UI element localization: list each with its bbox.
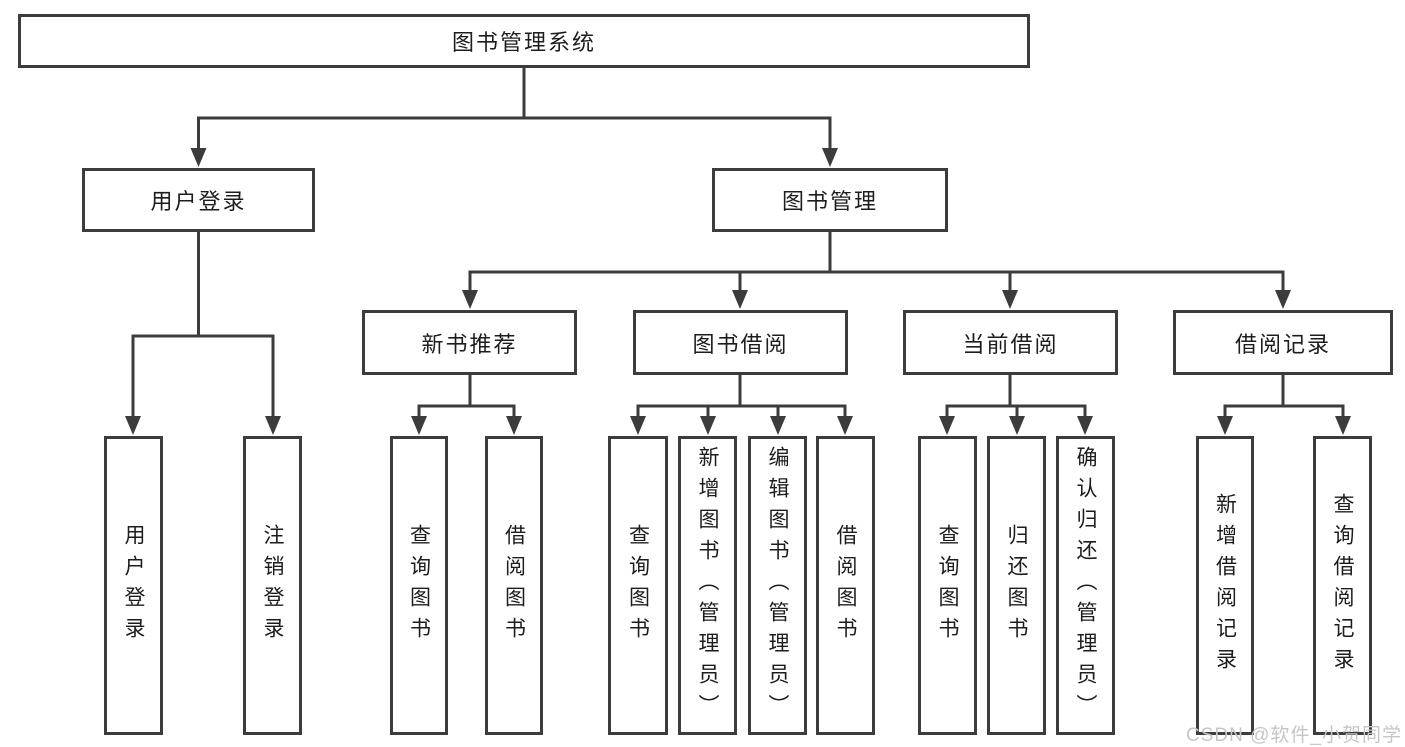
node-label: 查询图书: [407, 523, 431, 648]
node-leaf-query-books-1: 查询图书: [390, 436, 448, 735]
node-leaf-add-borrow-record: 新增借阅记录: [1196, 436, 1254, 735]
node-label: 用户登录: [150, 189, 247, 214]
node-book-management: 图书管理: [712, 168, 948, 232]
node-leaf-query-borrow-record: 查询借阅记录: [1313, 436, 1372, 735]
node-leaf-query-books-2: 查询图书: [608, 436, 668, 735]
node-leaf-user-login: 用户登录: [104, 436, 163, 735]
node-leaf-borrow-books-2: 借阅图书: [816, 436, 875, 735]
node-label: 注销登录: [261, 523, 284, 648]
node-leaf-query-books-3: 查询图书: [918, 436, 977, 735]
node-library-management-system: 图书管理系统: [18, 14, 1030, 68]
node-label: 新增借阅记录: [1213, 492, 1237, 679]
node-label: 用户登录: [122, 523, 145, 648]
node-label: 图书借阅: [692, 331, 789, 357]
node-label: 编辑图书（管理员）: [766, 446, 789, 725]
node-leaf-logout: 注销登录: [243, 436, 302, 735]
node-label: 当前借阅: [962, 331, 1059, 357]
node-label: 借阅记录: [1234, 331, 1331, 357]
node-user-login: 用户登录: [82, 168, 315, 232]
node-label: 借阅图书: [834, 523, 857, 648]
node-borrowing-records: 借阅记录: [1173, 310, 1393, 375]
node-label: 归还图书: [1005, 523, 1028, 648]
node-leaf-add-books-admin: 新增图书（管理员）: [678, 436, 737, 735]
node-new-book-recommendation: 新书推荐: [362, 310, 577, 375]
node-label: 查询图书: [626, 523, 650, 648]
node-label: 查询借阅记录: [1331, 492, 1354, 679]
node-leaf-confirm-return-admin: 确认归还（管理员）: [1056, 436, 1115, 735]
node-book-borrowing: 图书借阅: [633, 310, 848, 375]
node-label: 确认归还（管理员）: [1074, 446, 1097, 725]
node-leaf-edit-books-admin: 编辑图书（管理员）: [748, 436, 807, 735]
node-leaf-borrow-books-1: 借阅图书: [485, 436, 543, 735]
node-label: 图书管理系统: [451, 30, 596, 55]
node-leaf-return-books: 归还图书: [987, 436, 1046, 735]
node-label: 图书管理: [781, 189, 878, 214]
node-current-borrowing: 当前借阅: [903, 310, 1118, 375]
node-label: 查询图书: [936, 523, 959, 648]
node-label: 新书推荐: [421, 331, 518, 357]
arrow-down-icons: [125, 148, 1351, 435]
node-label: 新增图书（管理员）: [696, 446, 719, 725]
csdn-watermark: CSDN @软件_小贺同学: [1186, 725, 1402, 746]
node-label: 借阅图书: [502, 523, 526, 648]
